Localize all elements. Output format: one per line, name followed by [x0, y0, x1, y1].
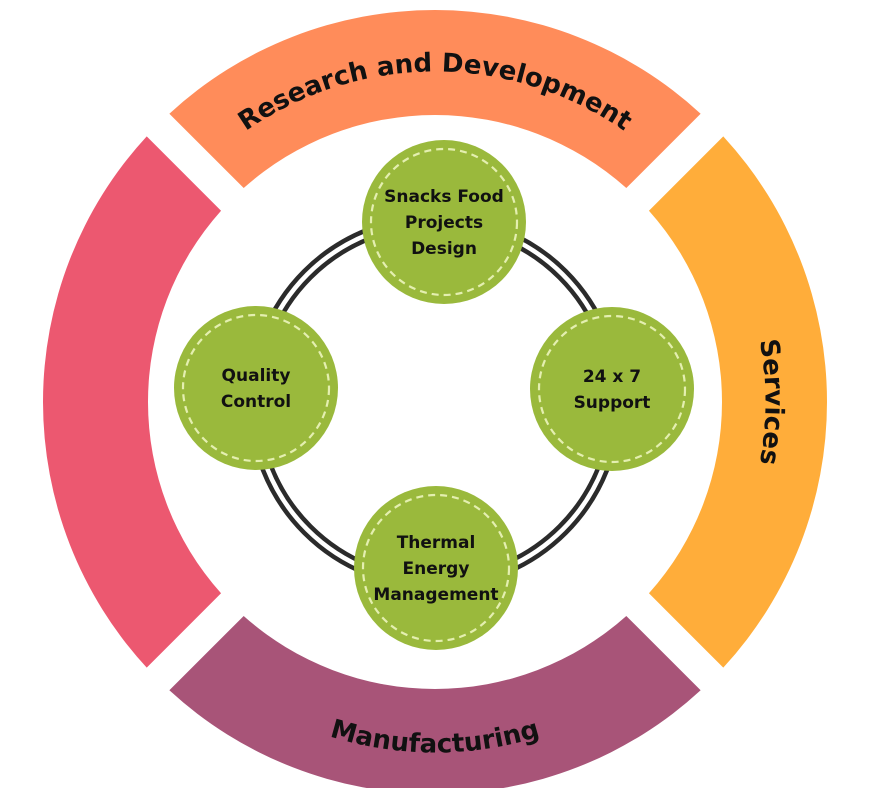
node-circle — [362, 140, 526, 304]
segment-bottom — [169, 615, 701, 788]
node-circle — [174, 306, 338, 470]
node-label-line: Energy — [403, 559, 470, 579]
node-label-line: Support — [574, 393, 651, 413]
node-right: 24 x 7 Support — [530, 307, 694, 471]
node-label-line: Snacks Food — [384, 187, 504, 207]
node-dashed-border — [537, 314, 687, 464]
node-label-line: 24 x 7 — [583, 367, 641, 387]
segment-top — [169, 9, 701, 189]
segment-right — [648, 136, 828, 668]
node-dashed-border — [181, 313, 331, 463]
segment-left — [42, 136, 222, 668]
outer-segments: Research and DevelopmentServicesManufact… — [42, 9, 828, 788]
node-label-line: Quality — [222, 366, 291, 386]
node-circle — [354, 486, 518, 650]
node-label-line: Thermal — [397, 533, 476, 553]
node-dashed-border — [369, 147, 519, 297]
node-label-line: Design — [411, 239, 477, 259]
segment-label-right: Services — [753, 337, 789, 467]
node-circle — [530, 307, 694, 471]
node-label-line: Control — [221, 392, 291, 412]
node-dashed-border — [361, 493, 511, 643]
node-label-line: Projects — [405, 213, 483, 233]
node-label-line: Management — [373, 585, 498, 605]
